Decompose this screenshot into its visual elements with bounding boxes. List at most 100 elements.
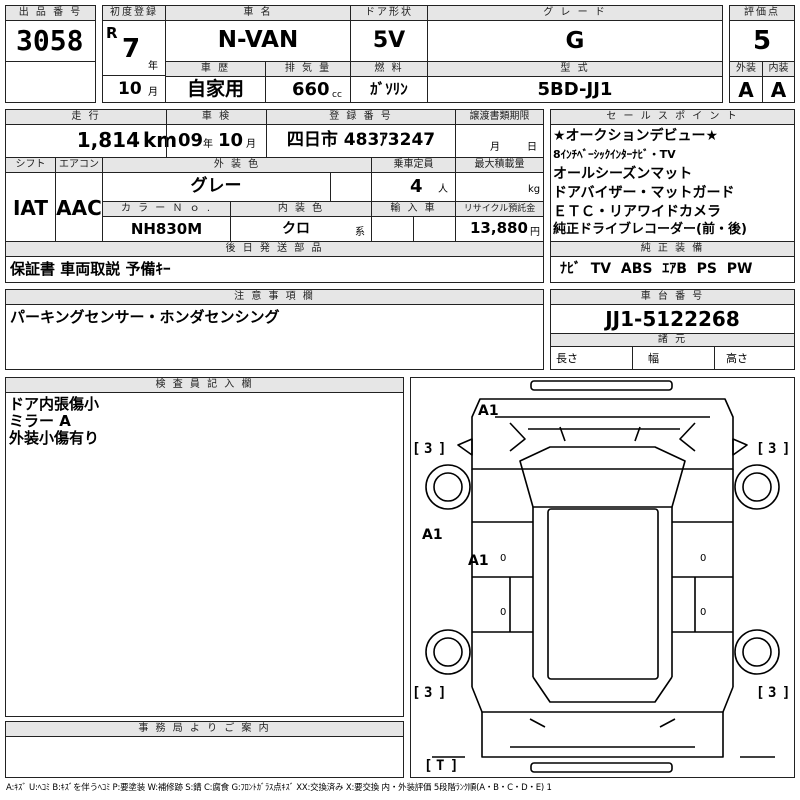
fuel-value: ｶﾞｿﾘﾝ bbox=[370, 80, 408, 98]
recycle-label: リサイクル預託金 bbox=[455, 201, 544, 217]
specs-width: 幅 bbox=[648, 352, 659, 365]
shift-label: シフト bbox=[5, 157, 56, 173]
tread-front-right: [ bbox=[756, 441, 764, 457]
first-reg-year-unit: 年 bbox=[148, 61, 158, 72]
type-label: 型 式 bbox=[427, 61, 723, 77]
chassis-label: 車 台 番 号 bbox=[550, 289, 795, 305]
specs-length: 長さ bbox=[556, 352, 578, 365]
first-reg-label: 初度登録 bbox=[102, 5, 166, 21]
score-label: 評価点 bbox=[729, 5, 795, 21]
inspection-year: 09 bbox=[178, 130, 204, 151]
door-zero-mark: 0 bbox=[700, 553, 706, 564]
door-label: ドア形状 bbox=[350, 5, 428, 21]
inspector-line: ミラー A bbox=[9, 412, 71, 430]
car-diagram: A1 A1 A1 [ 3 ] [ 3 ] [ 3 ] [ 3 ] [ T ] 0… bbox=[412, 380, 790, 774]
int-color-unit: 系 bbox=[355, 227, 365, 238]
transfer-month-unit: 月 bbox=[490, 142, 500, 153]
displacement-unit: cc bbox=[332, 90, 342, 100]
specs-height: 高さ bbox=[726, 352, 748, 365]
first-reg-era: R bbox=[106, 24, 118, 42]
capacity-unit: 人 bbox=[438, 184, 448, 195]
inspection-month: 10 bbox=[218, 130, 244, 151]
legend: A:ｷｽﾞ U:ﾍｺﾐ B:ｷｽﾞを伴うﾍｺﾐ P:要塗装 W:補修跡 S:錆 … bbox=[6, 783, 552, 793]
lot-label: 出 品 番 号 bbox=[5, 5, 96, 21]
damage-mark: A1 bbox=[468, 553, 489, 569]
later-parts-box bbox=[5, 256, 544, 283]
history-label: 車 歴 bbox=[165, 61, 266, 77]
tread-rear-left-value: 3 bbox=[424, 685, 432, 701]
type-box bbox=[427, 76, 723, 103]
inspection-label: 車 検 bbox=[166, 109, 267, 125]
lot-lower-box bbox=[5, 61, 96, 103]
first-reg-year: 7 bbox=[122, 34, 141, 64]
grade-value: G bbox=[565, 28, 585, 54]
recycle-value: 13,880 bbox=[470, 219, 528, 237]
max-load-unit: kg bbox=[528, 184, 541, 195]
specs-box bbox=[550, 346, 795, 370]
lot-number: 3058 bbox=[16, 24, 84, 57]
door-zero-mark: 0 bbox=[500, 607, 506, 618]
door-value: 5V bbox=[372, 28, 406, 53]
tread-front-left-value: 3 bbox=[424, 441, 432, 457]
specs-divider-1 bbox=[632, 346, 633, 370]
later-parts-label: 後 日 発 送 部 品 bbox=[5, 241, 544, 257]
import-divider bbox=[413, 216, 414, 242]
score-int-box bbox=[762, 76, 795, 103]
tread-front-left-close: ] bbox=[438, 441, 446, 457]
equipment-box bbox=[550, 256, 795, 283]
shift-value: IAT bbox=[12, 196, 48, 220]
score-int-label: 内装 bbox=[762, 61, 795, 77]
inspection-month-unit: 月 bbox=[246, 139, 256, 150]
int-color-value: クロ bbox=[282, 221, 310, 237]
sales-point-line: 8ｲﾝﾁﾍﾞｰｼｯｸｲﾝﾀｰﾅﾋﾞ・TV bbox=[553, 148, 676, 161]
office-label: 事 務 局 よ り ご 案 内 bbox=[5, 721, 404, 737]
color-no-label: カ ラ ー Ｎ ｏ . bbox=[102, 201, 231, 217]
damage-mark: A1 bbox=[478, 403, 499, 419]
mileage-label: 走 行 bbox=[5, 109, 167, 125]
model-label: 車 名 bbox=[165, 5, 351, 21]
inspector-line: ドア内張傷小 bbox=[9, 395, 100, 413]
ext-color-divider bbox=[330, 172, 331, 202]
tread-rear-left: [ bbox=[412, 685, 420, 701]
transfer-label: 譲渡書類期限 bbox=[455, 109, 544, 125]
tread-front-right-value: 3 bbox=[768, 441, 776, 457]
later-parts-value: 保証書 車両取説 予備ｷｰ bbox=[10, 260, 171, 278]
recycle-unit: 円 bbox=[530, 227, 540, 238]
import-label: 輸 入 車 bbox=[371, 201, 456, 217]
sales-points-label: セ ー ル ス ポ イ ン ト bbox=[550, 109, 795, 125]
max-load-label: 最大積載量 bbox=[455, 157, 544, 173]
grade-label: グ レ ー ド bbox=[427, 5, 723, 21]
capacity-label: 乗車定員 bbox=[371, 157, 456, 173]
score-ext-value: A bbox=[738, 78, 754, 102]
mileage-unit: km bbox=[143, 128, 178, 152]
plate-value: 四日市 483ｱ3247 bbox=[286, 130, 436, 150]
inspector-line: 外装小傷有り bbox=[9, 429, 100, 447]
sales-point-line: ★オークションデビュー★ bbox=[553, 128, 719, 144]
tread-spare-close: ] bbox=[450, 758, 458, 774]
tread-rear-right-value: 3 bbox=[768, 685, 776, 701]
aircon-value: AAC bbox=[56, 196, 102, 220]
door-zero-mark: 0 bbox=[500, 553, 506, 564]
notes-label: 注 意 事 項 欄 bbox=[5, 289, 544, 305]
aircon-label: エアコン bbox=[55, 157, 103, 173]
equipment-value: ﾅﾋﾞ TV ABS ｴｱB PS PW bbox=[560, 261, 753, 277]
sales-point-line: ＥＴＣ・リアワイドカメラ bbox=[553, 204, 721, 220]
tread-spare-value: T bbox=[436, 758, 444, 774]
type-value: 5BD-JJ1 bbox=[537, 79, 613, 100]
score-int-value: A bbox=[770, 78, 787, 102]
capacity-value: 4 bbox=[410, 176, 423, 197]
history-value: 自家用 bbox=[186, 78, 244, 100]
door-zero-mark: 0 bbox=[700, 607, 706, 618]
car-diagram-frame bbox=[410, 377, 795, 778]
transfer-day-unit: 日 bbox=[527, 142, 537, 153]
tread-rear-left-close: ] bbox=[438, 685, 446, 701]
sales-point-line: ドアバイザー・マットガード bbox=[553, 185, 735, 201]
inspector-label: 検 査 員 記 入 欄 bbox=[5, 377, 404, 393]
sales-point-line: 純正ドライブレコーダー(前・後) bbox=[553, 222, 747, 237]
ext-color-value: グレー bbox=[190, 176, 242, 196]
displacement-label: 排 気 量 bbox=[265, 61, 351, 77]
specs-divider-2 bbox=[714, 346, 715, 370]
tread-spare: [ bbox=[424, 758, 432, 774]
specs-label: 諸 元 bbox=[550, 333, 795, 347]
inspector-box bbox=[5, 392, 404, 717]
